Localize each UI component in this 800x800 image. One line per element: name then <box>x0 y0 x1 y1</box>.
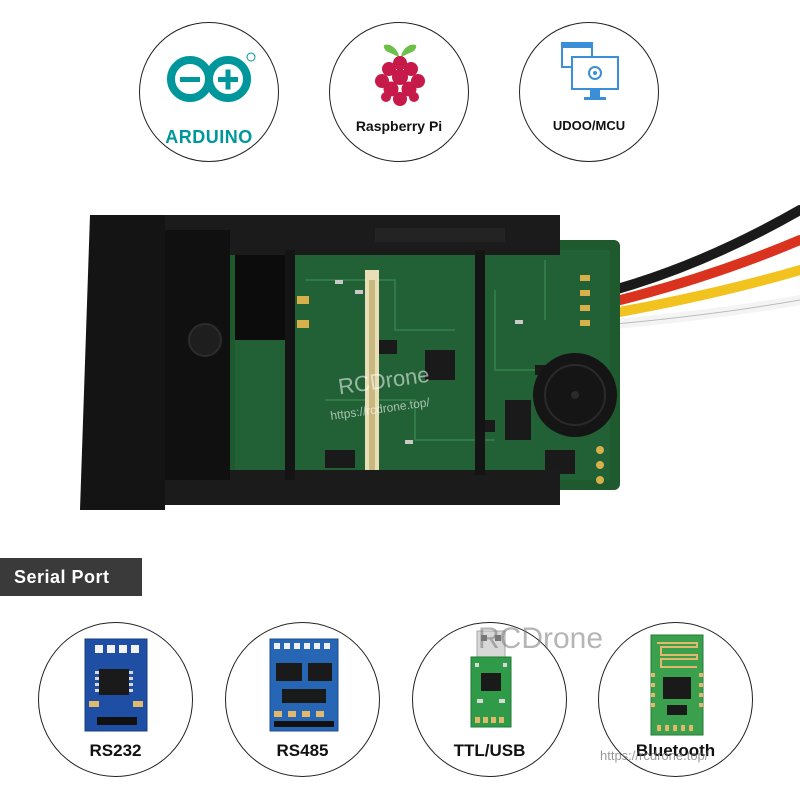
ttl-usb-circle: TTL/USB <box>412 622 567 777</box>
bluetooth-label: Bluetooth <box>635 741 716 760</box>
arduino-logo-icon <box>167 52 256 102</box>
rs232-module-icon <box>84 638 148 732</box>
optics-housing <box>80 215 560 510</box>
arduino-circle: ARDUINO <box>139 22 279 162</box>
laser-module-photo <box>80 205 800 510</box>
raspberry-pi-logo-icon <box>375 44 425 106</box>
watermark-url-bottom: https://rcdrone.top/ <box>600 748 709 763</box>
udoo-mcu-label: UDOO/MCU <box>552 118 626 133</box>
rs485-module-icon <box>269 638 339 732</box>
bluetooth-circle: Bluetooth <box>598 622 753 777</box>
rs485-label: RS485 <box>276 741 329 760</box>
rs232-label: RS232 <box>89 741 142 760</box>
raspberry-pi-circle: Raspberry Pi <box>329 22 469 162</box>
wire-bundle <box>590 205 800 330</box>
raspberry-pi-label: Raspberry Pi <box>355 118 443 134</box>
watermark-brand-bottom: RCDrone <box>478 622 604 655</box>
ttl-usb-label: TTL/USB <box>453 741 526 760</box>
rs485-circle: RS485 <box>225 622 380 777</box>
computer-monitor-icon <box>561 42 619 100</box>
bluetooth-module-icon <box>650 634 704 736</box>
udoo-mcu-circle: UDOO/MCU <box>519 22 659 162</box>
ttl-usb-adapter-icon <box>470 630 512 728</box>
arduino-label: ARDUINO <box>165 127 253 147</box>
serial-port-heading: Serial Port <box>0 558 142 596</box>
rs232-circle: RS232 <box>38 622 193 777</box>
